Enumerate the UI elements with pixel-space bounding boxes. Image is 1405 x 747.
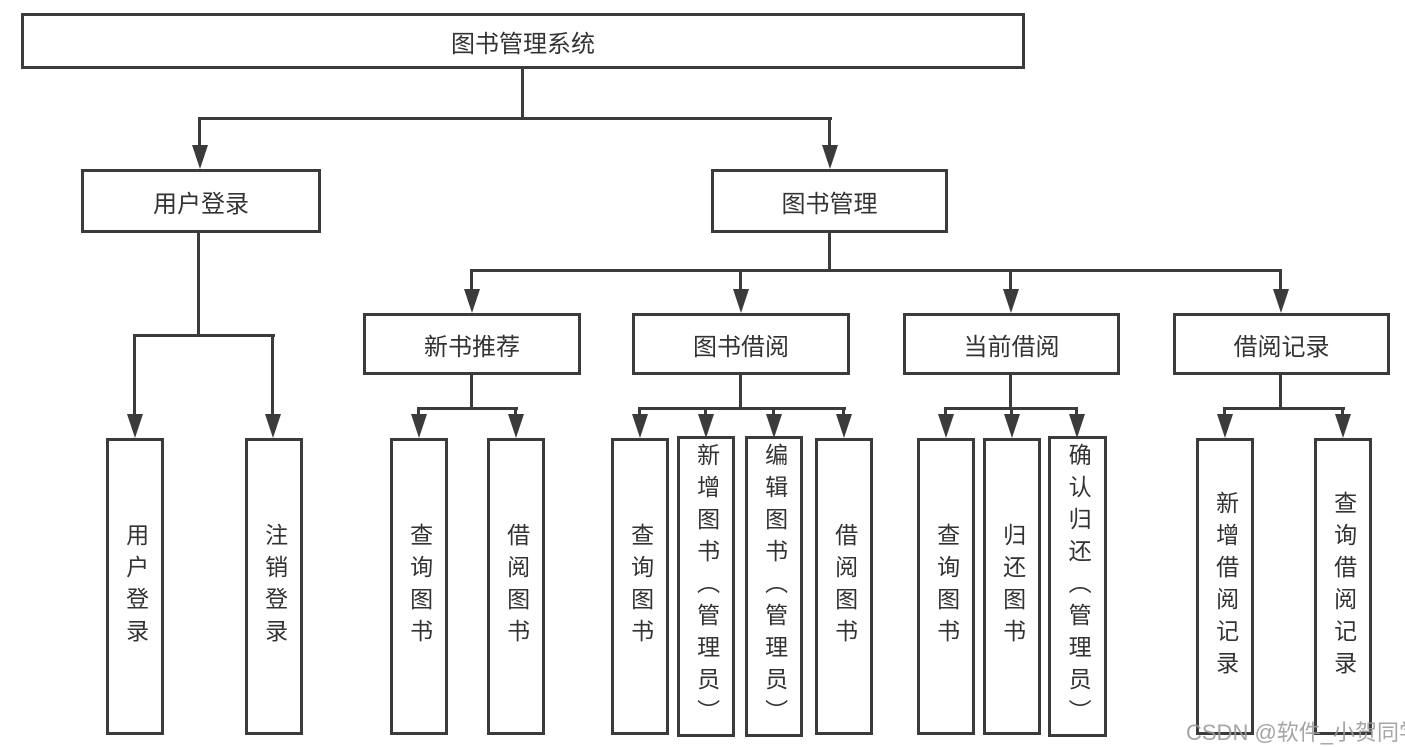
node-label: 新书推荐: [424, 333, 520, 361]
leaf-add-borrow-record: 新增借阅记录: [1196, 438, 1254, 735]
arrow-to-book-borrow: [733, 289, 749, 313]
connector-drop: [704, 407, 707, 417]
arrow-to-leaf: [508, 414, 524, 438]
connector-book-borrow-bus: [638, 407, 846, 410]
arrow-to-logout-leaf: [265, 414, 281, 438]
node-label: 图书借阅: [693, 333, 789, 361]
connector-records-stem: [1279, 373, 1282, 410]
node-user-login: 用户登录: [81, 169, 321, 233]
connector-current-stem: [1009, 373, 1012, 410]
connector-user-login-bus: [133, 334, 275, 337]
connector-drop-logout-leaf: [271, 334, 274, 416]
node-label: 当前借阅: [963, 333, 1060, 361]
connector-drop: [944, 407, 947, 417]
connector-drop: [842, 407, 845, 417]
arrow-to-new-book: [464, 289, 480, 313]
arrow-to-leaf: [766, 414, 782, 438]
arrow-to-records: [1273, 289, 1289, 313]
leaf-borrow-books-1: 借阅图书: [487, 438, 545, 735]
connector-drop: [772, 407, 775, 417]
arrow-to-leaf: [836, 414, 852, 438]
leaf-label: 查询图书: [406, 522, 433, 651]
arrow-to-leaf: [1069, 414, 1085, 438]
connector-root-stem: [521, 69, 524, 119]
arrow-to-leaf: [1335, 414, 1351, 438]
leaf-label: 新增图书（管理员）: [693, 442, 720, 731]
connector-drop: [1010, 407, 1013, 417]
node-book-borrowing: 图书借阅: [632, 313, 850, 375]
leaf-edit-books-admin: 编辑图书（管理员）: [745, 436, 803, 737]
leaf-logout: 注销登录: [245, 438, 303, 735]
arrow-to-book-mgmt: [822, 145, 838, 169]
leaf-query-books-2: 查询图书: [611, 438, 669, 735]
arrow-to-login-leaf: [127, 414, 143, 438]
connector-drop-records: [1279, 269, 1282, 291]
connector-drop: [1223, 407, 1226, 417]
node-new-book-recommend: 新书推荐: [363, 313, 581, 375]
connector-book-borrow-stem: [739, 373, 742, 410]
connector-drop-current: [1009, 269, 1012, 291]
leaf-label: 新增借阅记录: [1212, 490, 1239, 683]
leaf-label: 编辑图书（管理员）: [761, 442, 788, 731]
node-label: 借阅记录: [1233, 333, 1330, 361]
leaf-query-books-1: 查询图书: [390, 438, 448, 735]
csdn-watermark: CSDN @软件_小贺同学: [1186, 720, 1405, 745]
arrow-to-leaf: [938, 414, 954, 438]
leaf-user-login: 用户登录: [106, 438, 164, 735]
leaf-label: 查询图书: [627, 522, 654, 651]
arrow-to-leaf: [411, 414, 427, 438]
leaf-borrow-books-2: 借阅图书: [815, 438, 873, 735]
connector-level1-bus: [199, 117, 832, 120]
connector-drop-book-borrow: [739, 269, 742, 291]
connector-drop-book-mgmt: [828, 117, 831, 147]
arrow-to-current: [1003, 289, 1019, 313]
connector-new-book-bus: [417, 407, 518, 410]
node-current-borrowing: 当前借阅: [903, 313, 1120, 375]
leaf-confirm-return-admin: 确认归还（管理员）: [1048, 436, 1107, 737]
leaf-return-books: 归还图书: [983, 438, 1041, 735]
node-book-management: 图书管理: [711, 169, 948, 233]
arrow-to-leaf: [1004, 414, 1020, 438]
leaf-label: 用户登录: [122, 522, 149, 651]
connector-drop: [1075, 407, 1078, 417]
leaf-label: 确认归还（管理员）: [1065, 442, 1092, 731]
connector-drop: [514, 407, 517, 417]
connector-drop-new-book: [470, 269, 473, 291]
arrow-to-user-login: [192, 145, 208, 169]
leaf-label: 借阅图书: [503, 522, 530, 651]
leaf-label: 查询图书: [933, 522, 960, 651]
connector-drop: [417, 407, 420, 417]
leaf-label: 注销登录: [261, 522, 288, 651]
leaf-label: 查询借阅记录: [1330, 490, 1357, 683]
connector-records-bus: [1223, 407, 1345, 410]
leaf-query-borrow-record: 查询借阅记录: [1314, 438, 1372, 735]
connector-drop-user-login: [198, 117, 201, 147]
connector-drop: [638, 407, 641, 417]
connector-book-mgmt-stem: [828, 233, 831, 271]
leaf-label: 借阅图书: [831, 522, 858, 651]
node-borrowing-records: 借阅记录: [1173, 313, 1390, 375]
leaf-add-books-admin: 新增图书（管理员）: [677, 436, 735, 737]
node-label: 图书管理: [781, 190, 878, 218]
arrow-to-leaf: [632, 414, 648, 438]
arrow-to-leaf: [1217, 414, 1233, 438]
connector-user-login-stem: [197, 233, 200, 337]
node-label: 用户登录: [153, 190, 249, 218]
node-label: 图书管理系统: [451, 30, 595, 58]
leaf-query-books-3: 查询图书: [917, 438, 975, 735]
connector-drop: [1341, 407, 1344, 417]
connector-level3-bus: [470, 269, 1282, 272]
leaf-label: 归还图书: [999, 522, 1026, 651]
connector-new-book-stem: [470, 373, 473, 410]
connector-drop-login-leaf: [133, 334, 136, 416]
node-library-management-system: 图书管理系统: [21, 13, 1025, 69]
arrow-to-leaf: [698, 414, 714, 438]
